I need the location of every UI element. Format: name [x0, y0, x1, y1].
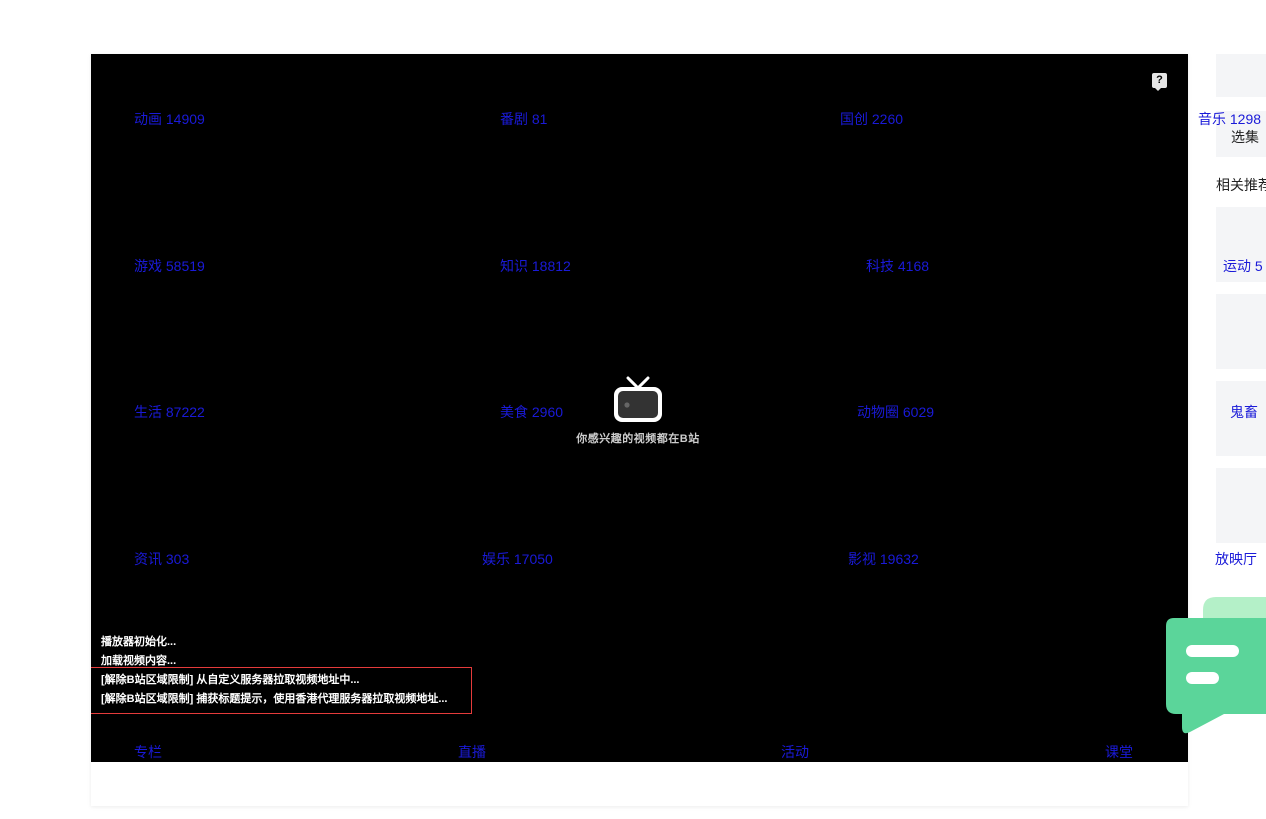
category-link-cinema[interactable]: 放映厅: [1215, 551, 1257, 567]
sidebar-card[interactable]: [1216, 381, 1266, 456]
sidebar-card: [1216, 54, 1266, 97]
category-link-music[interactable]: 音乐 1298: [1198, 111, 1262, 127]
player-container: ? 动画 14909 番剧 81 国创 2260 游戏 58519 知识 188…: [91, 54, 1188, 806]
player-log-line: [解除B站区域限制] 捕获标题提示，使用香港代理服务器拉取视频地址...: [101, 693, 448, 705]
category-link-course[interactable]: 课堂: [1105, 744, 1133, 760]
category-link-entertainment[interactable]: 娱乐 17050: [482, 551, 553, 567]
player-log-line: 加载视频内容...: [101, 655, 177, 667]
category-link-game[interactable]: 游戏 58519: [134, 258, 205, 274]
sidebar-card[interactable]: [1216, 294, 1266, 369]
chat-bubble-icon[interactable]: [1166, 596, 1266, 736]
video-area[interactable]: ? 动画 14909 番剧 81 国创 2260 游戏 58519 知识 188…: [91, 54, 1188, 762]
sidebar-card[interactable]: [1216, 468, 1266, 543]
player-log-line: [解除B站区域限制] 从自定义服务器拉取视频地址中...: [101, 674, 360, 686]
category-link-tech[interactable]: 科技 4168: [866, 258, 930, 274]
category-link-sports[interactable]: 运动 5: [1223, 258, 1263, 274]
sidebar-card[interactable]: [1216, 207, 1266, 282]
category-link-guichu[interactable]: 鬼畜: [1230, 404, 1258, 420]
category-link-activity[interactable]: 活动: [781, 744, 809, 760]
category-link-bangumi[interactable]: 番剧 81: [500, 111, 548, 127]
episodes-label[interactable]: 选集: [1231, 129, 1259, 145]
category-link-live[interactable]: 直播: [458, 744, 486, 760]
sidebar-card: [1216, 111, 1266, 157]
player-loading-logo: 你感兴趣的视频都在B站: [573, 376, 703, 456]
category-link-food[interactable]: 美食 2960: [500, 404, 564, 420]
category-link-film[interactable]: 影视 19632: [848, 551, 919, 567]
feedback-icon[interactable]: ?: [1152, 73, 1167, 91]
category-link-life[interactable]: 生活 87222: [134, 404, 205, 420]
category-link-anime[interactable]: 动画 14909: [134, 111, 205, 127]
category-link-news[interactable]: 资讯 303: [134, 551, 190, 567]
category-link-guochuang[interactable]: 国创 2260: [840, 111, 904, 127]
bilibili-tv-icon: [614, 376, 662, 422]
player-log-line: 播放器初始化...: [101, 636, 177, 648]
related-recommend-label: 相关推荐: [1216, 177, 1266, 193]
log-highlight-box: [91, 667, 472, 714]
category-link-knowledge[interactable]: 知识 18812: [500, 258, 571, 274]
category-link-animal[interactable]: 动物圈 6029: [857, 404, 935, 420]
player-slogan: 你感兴趣的视频都在B站: [576, 433, 700, 445]
category-link-column[interactable]: 专栏: [134, 744, 162, 760]
